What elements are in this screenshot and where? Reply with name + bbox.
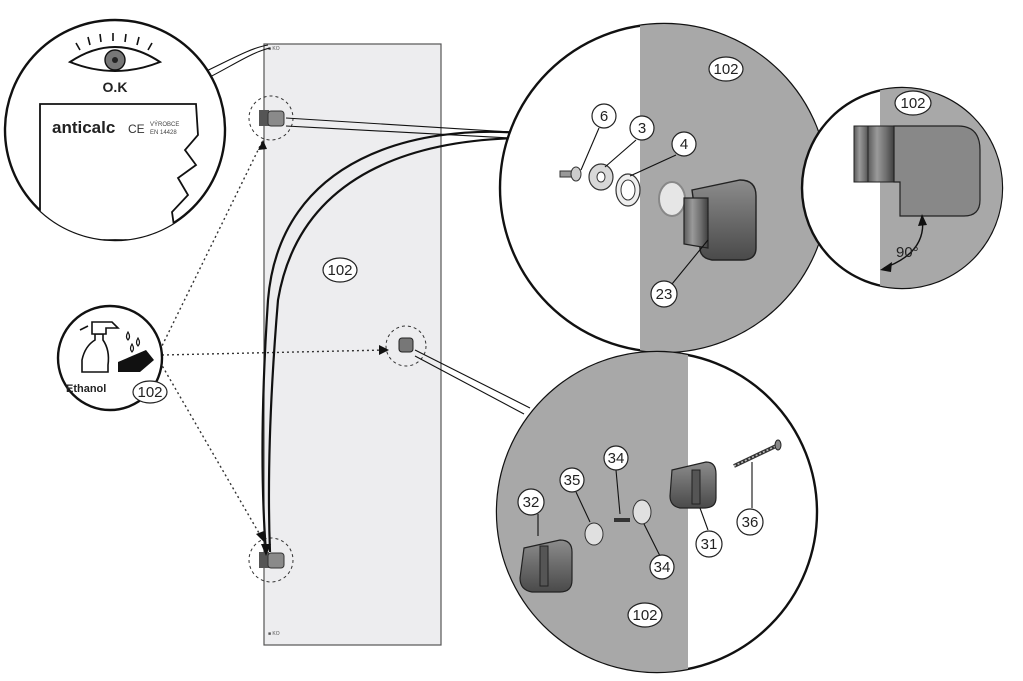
cleaning-panel-ref: 102 bbox=[137, 384, 162, 401]
arrow-head bbox=[256, 531, 264, 542]
panel-ref-callout: 102 bbox=[322, 257, 358, 283]
washer-part bbox=[588, 163, 614, 191]
washer-part-2 bbox=[632, 499, 652, 525]
ce-mark: CE bbox=[128, 122, 145, 136]
svg-text:31: 31 bbox=[701, 536, 718, 553]
part-callout-23: 23 bbox=[650, 239, 709, 308]
svg-text:3: 3 bbox=[638, 120, 646, 137]
gasket-part bbox=[584, 522, 604, 546]
brand-logo-text: anticalc bbox=[52, 118, 115, 137]
part-callout-34-bottom: 34 bbox=[643, 523, 675, 580]
svg-text:102: 102 bbox=[713, 61, 738, 78]
bottom-detail-panel-ref: 102 bbox=[627, 602, 663, 628]
norm-line: EN 14428 bbox=[150, 130, 177, 136]
part-callout-32: 32 bbox=[517, 488, 545, 536]
cleaning-badge: Ethanol 102 bbox=[56, 304, 168, 412]
svg-text:34: 34 bbox=[654, 559, 671, 576]
maker-line: VÝROBCE bbox=[150, 121, 179, 128]
part-callout-4: 4 bbox=[629, 131, 697, 177]
bottom-hinge-spot bbox=[248, 537, 294, 583]
svg-text:102: 102 bbox=[327, 262, 352, 279]
svg-text:6: 6 bbox=[600, 108, 608, 125]
part-callout-36: 36 bbox=[736, 462, 764, 536]
arrow-head bbox=[379, 345, 389, 355]
middle-clamp-spot bbox=[385, 325, 427, 367]
screw-part bbox=[559, 166, 582, 182]
svg-text:102: 102 bbox=[632, 607, 657, 624]
svg-text:32: 32 bbox=[523, 494, 540, 511]
hinge-transfer-arrows bbox=[261, 130, 521, 553]
top-detail-panel-ref: 102 bbox=[708, 56, 744, 82]
eye-icon bbox=[67, 33, 163, 72]
part-callout-6: 6 bbox=[580, 103, 617, 171]
cleaning-dotted-leaders bbox=[159, 139, 387, 541]
cloth-icon bbox=[118, 350, 154, 372]
angle-detail-panel-ref: 102 bbox=[894, 90, 932, 116]
spray-bottle-icon bbox=[79, 321, 120, 373]
svg-text:35: 35 bbox=[564, 472, 581, 489]
bolt-part bbox=[733, 439, 782, 468]
ring-part bbox=[615, 173, 641, 207]
glass-panel: ■ KO ■ KO bbox=[263, 43, 442, 646]
part-callout-3: 3 bbox=[604, 115, 655, 168]
drops-icon bbox=[125, 330, 141, 353]
part-callout-35: 35 bbox=[559, 467, 591, 523]
part-callout-31: 31 bbox=[695, 507, 723, 558]
svg-text:102: 102 bbox=[900, 95, 925, 112]
bottom-clamp-detail: 32 35 34 34 31 36 102 bbox=[414, 349, 819, 674]
part-callout-34-top: 34 bbox=[603, 445, 629, 515]
angle-detail: 90° 102 bbox=[800, 86, 1004, 290]
arrow-head bbox=[258, 140, 267, 150]
arrow-head bbox=[261, 544, 271, 556]
svg-text:34: 34 bbox=[608, 450, 625, 467]
clamp-cap-part bbox=[519, 539, 573, 593]
svg-text:36: 36 bbox=[742, 514, 759, 531]
svg-text:23: 23 bbox=[656, 286, 673, 303]
ok-label: O.K bbox=[103, 79, 128, 95]
svg-text:■ KO: ■ KO bbox=[268, 46, 280, 52]
angle-label: 90° bbox=[896, 244, 919, 261]
clamp-part bbox=[669, 461, 717, 509]
svg-text:4: 4 bbox=[680, 136, 688, 153]
label-check-magnifier: O.K anticalc CE VÝROBCE EN 14428 bbox=[3, 18, 271, 242]
ethanol-label: Ethanol bbox=[66, 383, 106, 395]
product-label-sticker bbox=[39, 103, 199, 240]
svg-text:■ KO: ■ KO bbox=[268, 631, 280, 637]
